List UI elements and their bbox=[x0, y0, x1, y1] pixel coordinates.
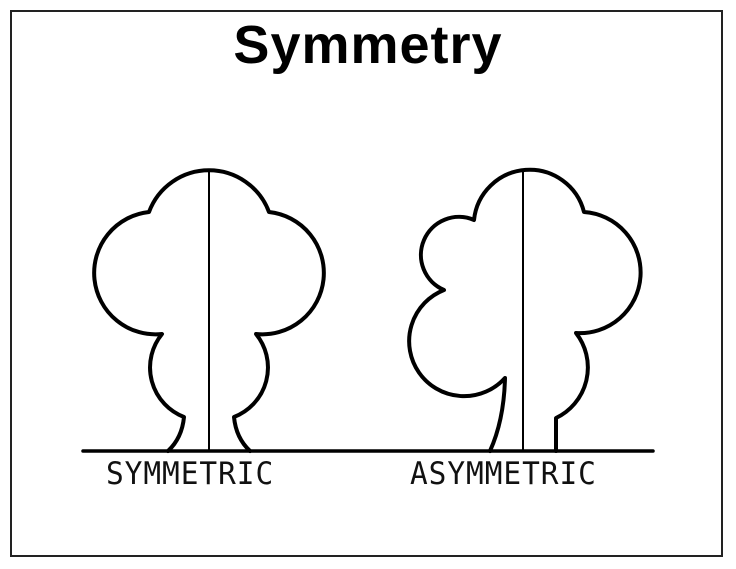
symmetric-tree-outline bbox=[92, 168, 326, 453]
asymmetric-tree-outline bbox=[407, 167, 643, 453]
diagram-frame bbox=[10, 10, 723, 557]
symmetric-label: SYMMETRIC bbox=[106, 456, 275, 492]
asymmetric-label: ASYMMETRIC bbox=[410, 456, 597, 492]
diagram-title: Symmetry bbox=[233, 15, 503, 75]
